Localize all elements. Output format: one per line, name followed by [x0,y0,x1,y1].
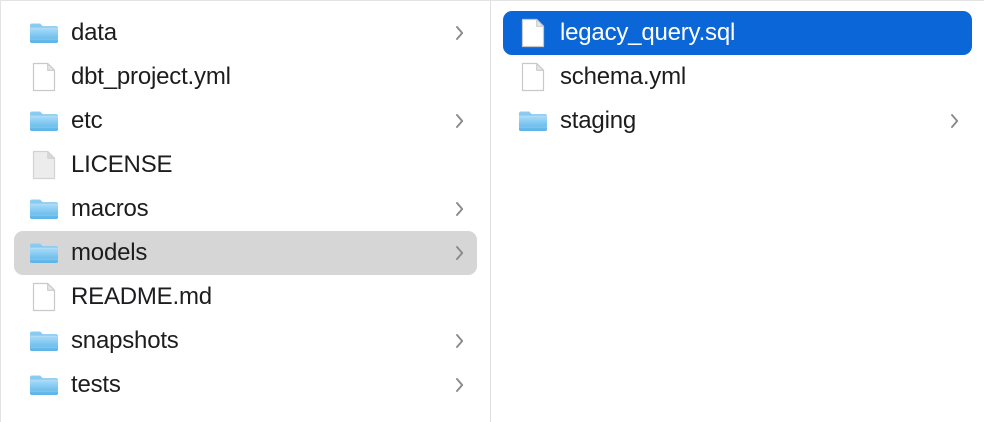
file-row[interactable]: dbt_project.yml [14,55,477,99]
chevron-right-icon[interactable] [453,23,467,43]
chevron-right-icon[interactable] [453,331,467,351]
document-icon [28,61,60,93]
folder-icon [28,325,60,357]
item-label: snapshots [71,327,179,354]
item-label: LICENSE [71,151,173,178]
folder-row[interactable]: staging [503,99,972,143]
folder-row[interactable]: etc [14,99,477,143]
folder-icon [28,105,60,137]
file-row[interactable]: README.md [14,275,477,319]
chevron-right-icon[interactable] [453,375,467,395]
document-icon [28,281,60,313]
folder-row[interactable]: macros [14,187,477,231]
document-icon [517,61,549,93]
file-row[interactable]: LICENSE [14,143,477,187]
finder-column-child: legacy_query.sql schema.yml staging [491,1,984,422]
folder-row[interactable]: models [14,231,477,275]
chevron-right-icon[interactable] [453,111,467,131]
item-label: etc [71,107,103,134]
item-label: dbt_project.yml [71,63,231,90]
item-label: tests [71,371,121,398]
chevron-right-icon[interactable] [453,243,467,263]
folder-icon [28,237,60,269]
folder-icon [28,193,60,225]
document-icon [517,17,549,49]
file-row[interactable]: schema.yml [503,55,972,99]
folder-icon [517,105,549,137]
chevron-right-icon[interactable] [948,111,962,131]
item-label: data [71,19,117,46]
item-label: README.md [71,283,212,310]
folder-row[interactable]: data [14,11,477,55]
file-row[interactable]: legacy_query.sql [503,11,972,55]
item-label: legacy_query.sql [560,19,736,46]
item-label: macros [71,195,149,222]
item-label: staging [560,107,636,134]
item-label: models [71,239,148,266]
item-label: schema.yml [560,63,687,90]
folder-row[interactable]: tests [14,363,477,407]
folder-icon [28,369,60,401]
folder-row[interactable]: snapshots [14,319,477,363]
document-gray-icon [28,149,60,181]
chevron-right-icon[interactable] [453,199,467,219]
folder-icon [28,17,60,49]
